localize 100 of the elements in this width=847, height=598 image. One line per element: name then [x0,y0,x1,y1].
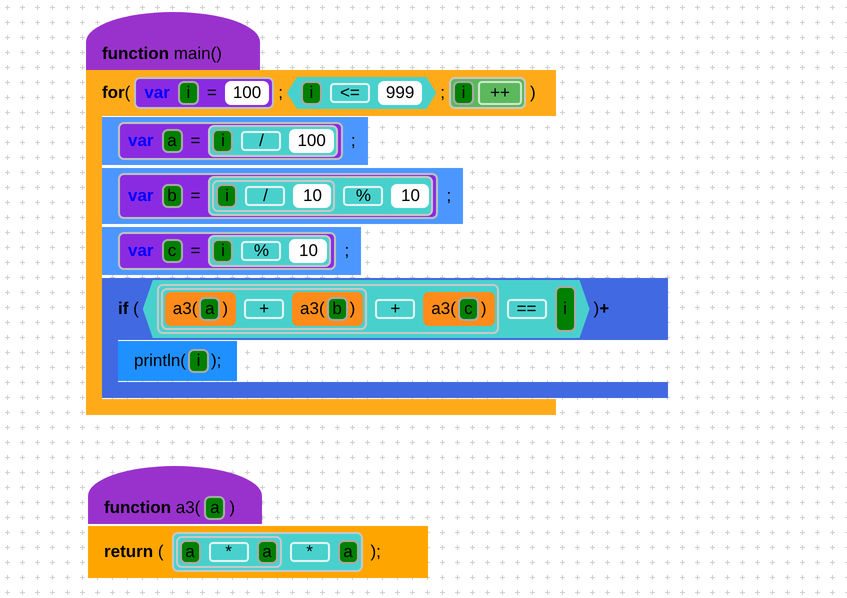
expression-slot [208,125,338,157]
number-field [224,81,270,105]
code-text: a3( [300,298,325,320]
code-text: <= [340,82,360,104]
expression-slot [156,284,499,334]
code-text: ; [278,82,283,104]
variable-chip [212,129,234,153]
variable-chip [326,297,348,321]
variable-chip [204,496,226,520]
code-text: ; [350,130,356,152]
code-text: ++ [490,82,510,104]
loop-block [86,70,668,415]
return-block [88,526,428,578]
statement-block [102,117,368,165]
variable-chip [338,540,359,564]
code-text: / [263,185,268,208]
operator-chip [208,542,249,562]
code-text: i [225,185,229,208]
statement-block [102,168,464,224]
function-call-block [164,292,236,326]
code-text: ) [480,298,487,320]
code-text: a [167,130,177,152]
print-statement-block [118,341,238,381]
variable-chip [162,129,183,153]
variable-chip [162,184,183,208]
code-text: ); [370,541,381,564]
code-text: * [225,541,232,564]
function-call-block [423,292,495,326]
operator-chip [244,299,284,319]
code-text: ) [350,298,356,320]
code-text: + [390,298,400,320]
variable-chip [188,349,209,373]
code-text: 100 [297,130,326,152]
declaration-block [134,77,274,109]
code-text: i [462,82,466,104]
code-text: b [167,185,177,208]
code-text: i [221,130,225,152]
variable-chip [458,297,479,321]
keyword-text: var [128,130,154,152]
code-text: a [205,298,215,320]
code-text: function a3( [104,497,200,520]
variable-chip [554,286,576,332]
code-text: 100 [232,82,262,104]
variable-chip [256,540,278,564]
code-text: i [186,82,190,104]
code-text: )+ [594,298,610,320]
code-text: ) [229,497,236,520]
operator-chip [290,542,330,562]
code-text: return ( [104,541,164,564]
code-text: b [332,298,342,320]
code-text: = [190,185,200,208]
code-text: = [206,82,217,104]
code-text: * [306,541,313,564]
keyword-text: var [128,185,154,208]
code-text: 10 [299,240,318,262]
operator-chip [330,83,370,103]
number-field [378,81,422,105]
operator-chip [241,241,282,261]
declaration-block [118,173,438,219]
expression-slot [208,235,332,267]
declaration-block [118,232,336,270]
number-field [289,129,334,153]
code-text: c [464,298,473,320]
variable-chip [199,297,220,321]
declaration-block [118,122,343,160]
code-text: ); [210,350,222,372]
code-text: 10 [401,185,420,208]
expression-slot [208,176,434,216]
variable-chip [180,540,201,564]
code-text: == [516,298,536,320]
variable-chip [178,81,199,105]
code-text: for( [102,82,130,104]
code-text: a [210,497,220,520]
variable-chip [300,81,322,105]
code-text: / [259,130,264,152]
code-text: ) [222,298,228,320]
operator-chip [478,81,522,105]
operator-chip [343,186,384,206]
code-text: println( [134,350,186,372]
code-text: 10 [303,185,322,208]
expression-slot [172,532,363,572]
code-text: 999 [386,82,414,104]
code-text: if ( [118,298,139,320]
code-text: a3( [431,298,456,320]
code-text: i [221,240,225,262]
code-text: = [190,240,200,262]
code-text: % [356,185,372,208]
operator-chip [506,299,547,319]
expression-slot [160,288,368,330]
code-text: ; [440,82,446,104]
number-field [289,239,328,263]
operator-chip [241,131,282,151]
variable-chip [453,81,474,105]
operator-chip [245,186,286,206]
variable-chip [162,239,183,263]
variable-chip [212,239,234,263]
keyword-text: var [144,82,170,104]
code-text: a [185,541,195,564]
operator-chip [375,299,416,319]
expression-slot [212,180,336,212]
